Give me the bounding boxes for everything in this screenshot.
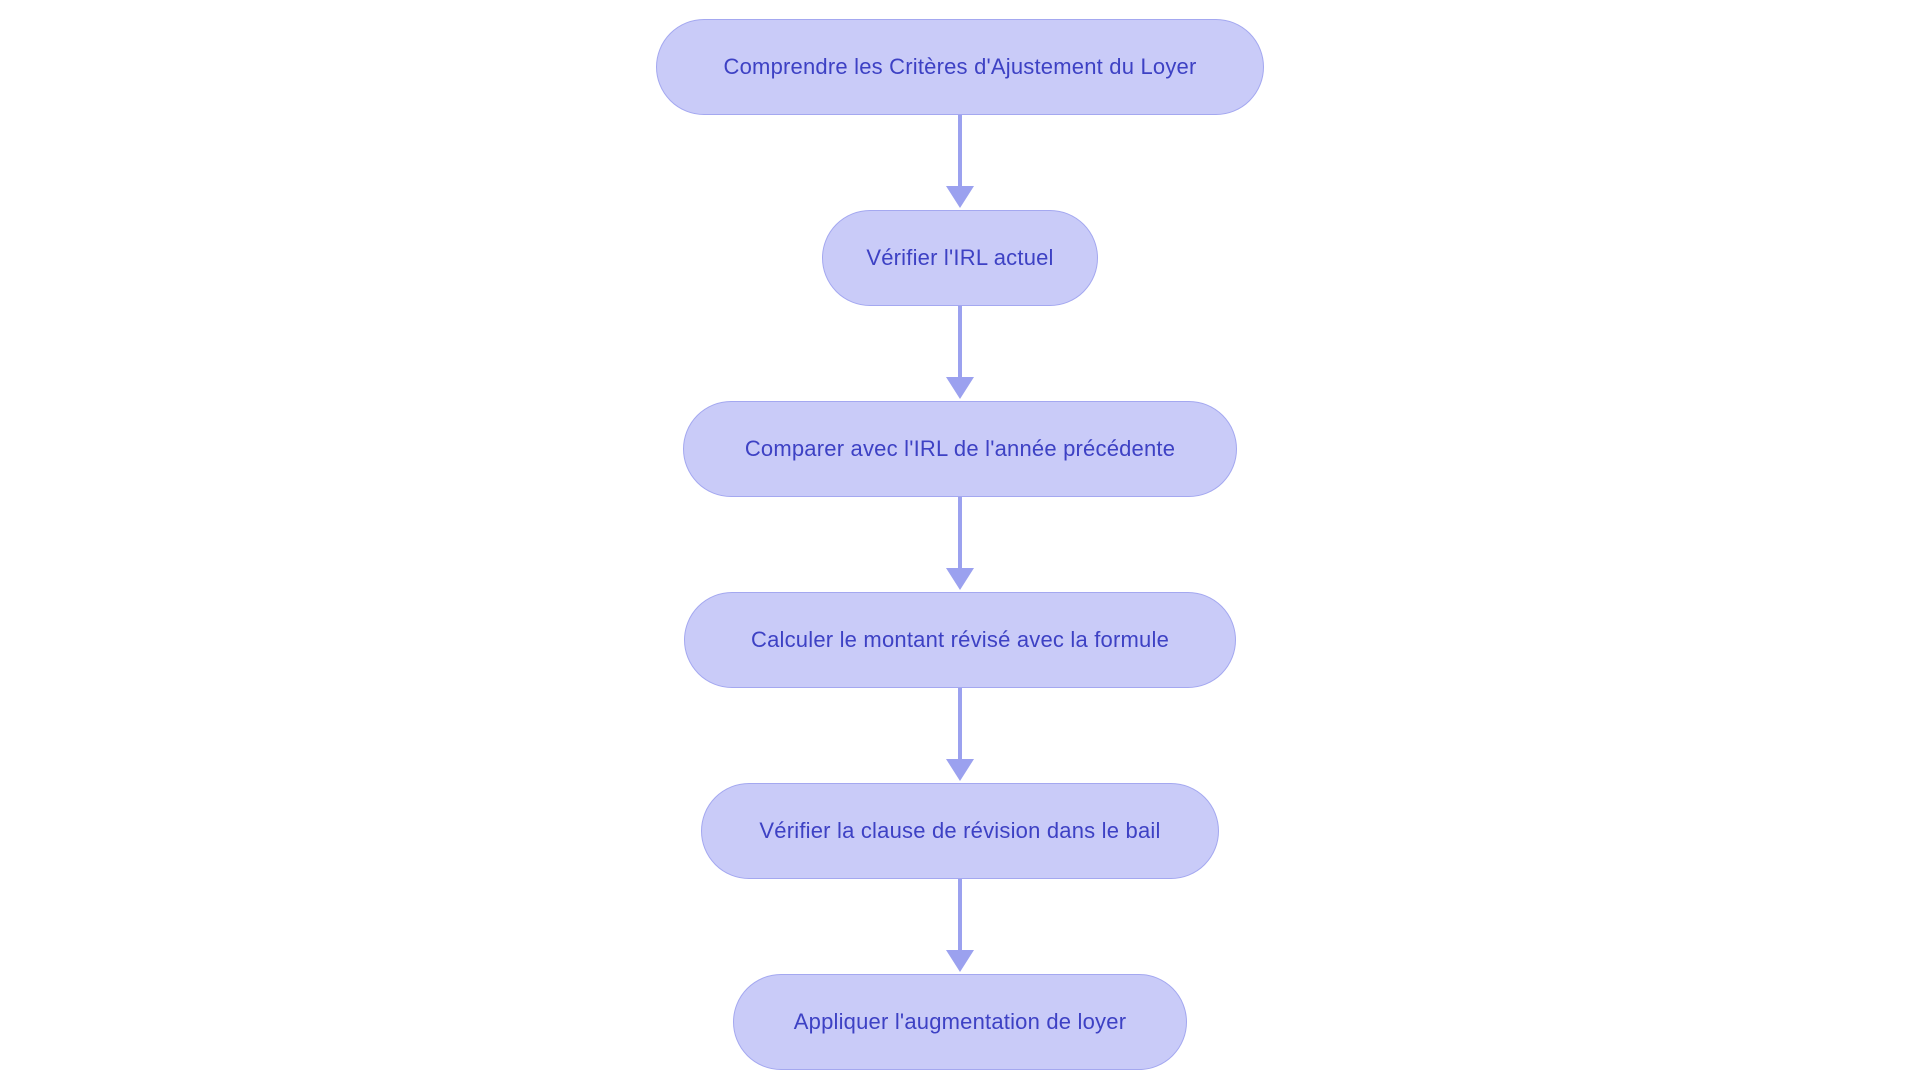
flow-node-comparer-irl-annee-precedente: Comparer avec l'IRL de l'année précédent… xyxy=(683,401,1237,497)
flow-node-verifier-clause-revision-bail: Vérifier la clause de révision dans le b… xyxy=(701,783,1219,879)
arrow-shaft xyxy=(958,306,962,379)
flow-node-label: Vérifier l'IRL actuel xyxy=(866,245,1054,270)
flow-node-appliquer-augmentation-loyer: Appliquer l'augmentation de loyer xyxy=(733,974,1187,1070)
arrow-down-icon xyxy=(946,186,974,208)
arrow-down-icon xyxy=(946,950,974,972)
arrow-down-icon xyxy=(946,568,974,590)
flow-node-label: Appliquer l'augmentation de loyer xyxy=(793,1009,1127,1034)
flow-arrow-4 xyxy=(946,688,974,783)
flow-node-label: Comprendre les Critères d'Ajustement du … xyxy=(723,54,1197,79)
flow-arrow-2 xyxy=(946,306,974,401)
flow-node-label: Calculer le montant révisé avec la formu… xyxy=(750,627,1170,652)
arrow-shaft xyxy=(958,115,962,188)
flow-node-verifier-irl-actuel: Vérifier l'IRL actuel xyxy=(822,210,1098,306)
arrow-shaft xyxy=(958,497,962,570)
flow-node-label: Comparer avec l'IRL de l'année précédent… xyxy=(744,436,1176,461)
flow-arrow-3 xyxy=(946,497,974,592)
arrow-down-icon xyxy=(946,377,974,399)
flow-node-label: Vérifier la clause de révision dans le b… xyxy=(759,818,1161,843)
flow-node-comprendre-criteres: Comprendre les Critères d'Ajustement du … xyxy=(656,19,1264,115)
flow-node-calculer-montant-revise: Calculer le montant révisé avec la formu… xyxy=(684,592,1236,688)
flow-arrow-5 xyxy=(946,879,974,974)
arrow-shaft xyxy=(958,879,962,952)
flow-arrow-1 xyxy=(946,115,974,210)
arrow-down-icon xyxy=(946,759,974,781)
arrow-shaft xyxy=(958,688,962,761)
